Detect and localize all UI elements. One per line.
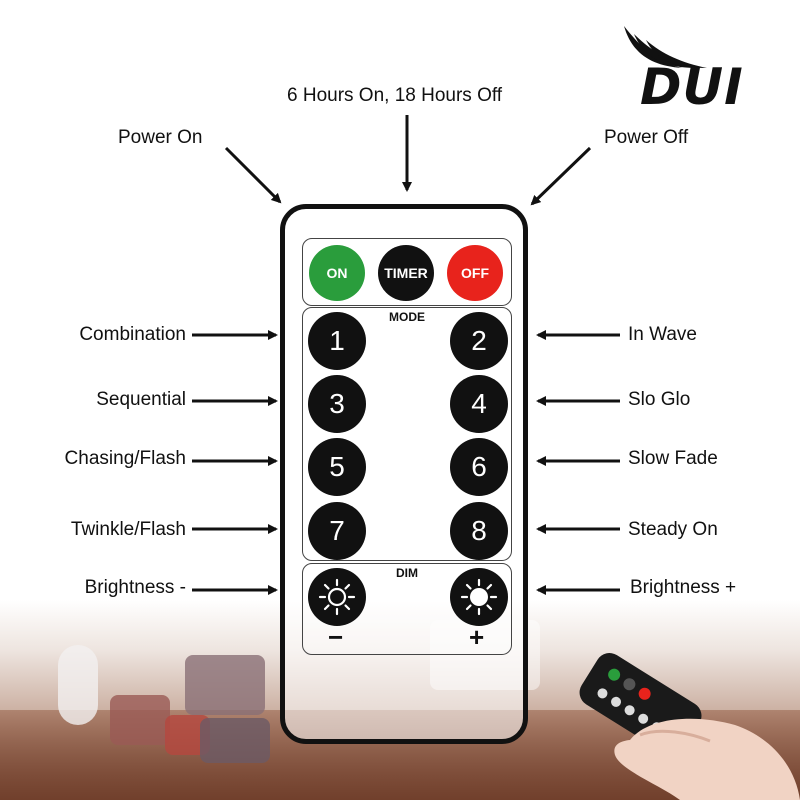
label-slow-fade: Slow Fade <box>628 448 718 469</box>
mode-button-2[interactable]: 2 <box>450 312 508 370</box>
arrow-power-off <box>530 146 592 206</box>
label-brightness-plus: Brightness + <box>630 577 737 598</box>
label-chasing-flash: Chasing/Flash <box>64 448 186 469</box>
label-slo-glo: Slo Glo <box>628 389 691 410</box>
brand-logo-text: DUI <box>640 58 744 116</box>
label-timer: 6 Hours On, 18 Hours Off <box>287 85 503 106</box>
mode-button-5[interactable]: 5 <box>308 438 366 496</box>
remote-control: ON TIMER OFF MODE 1 2 3 4 5 6 7 8 DIM <box>280 204 528 744</box>
sun-filled-icon <box>460 578 498 616</box>
gift-box <box>200 718 270 763</box>
hand-holding-remote-image <box>579 653 800 800</box>
mode-button-7[interactable]: 7 <box>308 502 366 560</box>
dim-plus-sign: + <box>469 622 485 652</box>
arrow-power-on <box>224 146 282 204</box>
dim-minus-sign: − <box>328 622 344 652</box>
on-button[interactable]: ON <box>309 245 365 301</box>
brand-logo-icon <box>624 26 707 68</box>
gift-box <box>110 695 170 745</box>
label-brightness-minus: Brightness - <box>84 577 186 598</box>
mode-title: MODE <box>389 310 425 324</box>
label-power-off: Power Off <box>604 127 689 148</box>
brightness-up-button[interactable] <box>450 568 508 626</box>
label-steady-on: Steady On <box>628 519 718 540</box>
tree-decoration <box>185 655 265 715</box>
label-power-on: Power On <box>118 127 203 148</box>
label-combination: Combination <box>79 324 186 345</box>
label-twinkle-flash: Twinkle/Flash <box>70 519 186 540</box>
mode-button-4[interactable]: 4 <box>450 375 508 433</box>
mode-panel: MODE 1 2 3 4 5 6 7 8 <box>302 307 512 561</box>
brightness-down-button[interactable] <box>308 568 366 626</box>
sun-outline-icon <box>318 578 356 616</box>
dim-title: DIM <box>396 566 418 580</box>
mode-button-3[interactable]: 3 <box>308 375 366 433</box>
label-sequential: Sequential <box>96 389 186 410</box>
timer-button[interactable]: TIMER <box>378 245 434 301</box>
mode-button-8[interactable]: 8 <box>450 502 508 560</box>
mode-button-6[interactable]: 6 <box>450 438 508 496</box>
off-button[interactable]: OFF <box>447 245 503 301</box>
snowman-decoration <box>58 645 98 725</box>
power-panel: ON TIMER OFF <box>302 238 512 306</box>
dim-panel: DIM − <box>302 563 512 655</box>
label-in-wave: In Wave <box>628 324 697 345</box>
mode-button-1[interactable]: 1 <box>308 312 366 370</box>
